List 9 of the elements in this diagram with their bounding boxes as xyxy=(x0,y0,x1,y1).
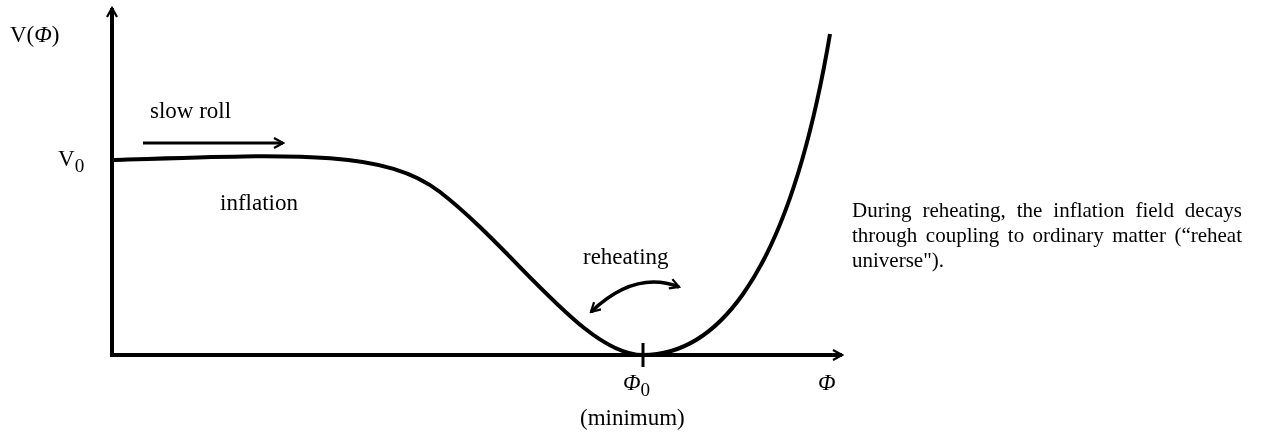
description-text: During reheating, the inflation field decays through coupling to ordinary matter (“reheat universe"). xyxy=(852,198,1242,274)
axis-label: (minimum) xyxy=(580,405,685,432)
axis-label: V$_{0}$ xyxy=(58,146,85,177)
axis-label: inflation xyxy=(220,190,298,217)
axis-label: V(Φ) xyxy=(10,22,60,49)
axis-label: Φ xyxy=(818,370,836,397)
axis-label: reheating xyxy=(583,244,669,271)
axis-label: slow roll xyxy=(150,98,232,125)
axis-label: Φ$_{0}$ xyxy=(623,370,651,401)
